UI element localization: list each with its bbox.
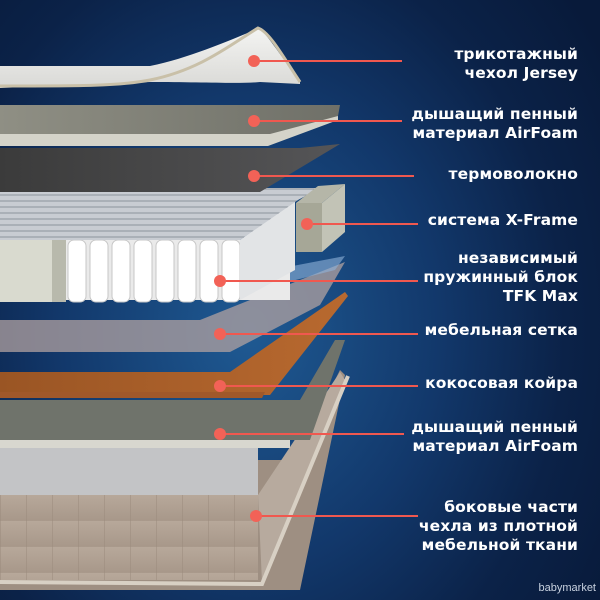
callout-line [220,280,418,282]
layer-label-coconut-coir: кокосовая койра [425,374,578,392]
callout-dot-icon [250,510,262,522]
callout-dot-icon [214,380,226,392]
callout-line [254,175,414,177]
callout-line [220,333,418,335]
watermark: babymarket [538,582,596,594]
layer-label-furniture-mesh: мебельная сетка [424,321,578,339]
layer-label-airfoam-bottom: дышащий пенный материал AirFoam [411,418,578,455]
callout-line [220,385,418,387]
callout-dot-icon [248,170,260,182]
layer-label-airfoam-top: дышащий пенный материал AirFoam [411,105,578,142]
layer-label-thermofiber: термоволокно [448,165,578,183]
callout-dot-icon [214,328,226,340]
layer-label-spring-block: независимый пружинный блок TFK Max [423,249,578,305]
layer-label-jersey-cover: трикотажный чехол Jersey [454,45,578,82]
callout-line [307,223,418,225]
callout-line [254,60,402,62]
callout-dot-icon [301,218,313,230]
layer-label-x-frame: система X-Frame [427,211,578,229]
callout-dot-icon [214,428,226,440]
callout-dot-icon [214,275,226,287]
callout-dot-icon [248,115,260,127]
callout-line [220,433,404,435]
callout-dot-icon [248,55,260,67]
layer-label-side-fabric: боковые части чехла из плотной мебельной… [418,498,578,554]
callout-line [256,515,418,517]
callout-line [254,120,402,122]
